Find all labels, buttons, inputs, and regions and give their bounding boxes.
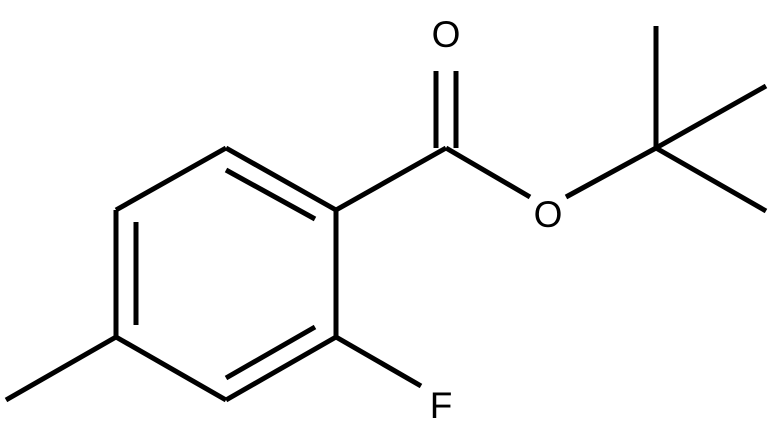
ester-oxygen-to-tbutyl-bond [564,145,658,200]
ring-bond-c2-c3 [114,145,228,213]
ring-bond-c1-c2 [224,145,338,213]
ring-to-carbonyl-bond [334,145,448,213]
carbonyl-to-ester-oxygen-bond [444,145,532,200]
tbutyl-methyl-upper-right-bond [654,83,768,151]
carbonyl-oxygen-label: O [432,14,461,55]
ring-bond-c5-c6 [224,334,338,403]
ring-bond-c5-c6-inner [224,324,317,381]
fluorine-label: F [430,385,453,426]
ester-oxygen-label: O [534,194,563,235]
bonds [4,26,768,403]
ring-bond-c1-c2-inner [224,167,317,222]
tbutyl-methyl-lower-right-bond [654,145,768,214]
fluorine-bond [334,334,423,389]
ring-bond-c4-c5 [114,334,228,403]
atom-labels: O O F [430,14,563,426]
methyl-bond [4,334,118,403]
